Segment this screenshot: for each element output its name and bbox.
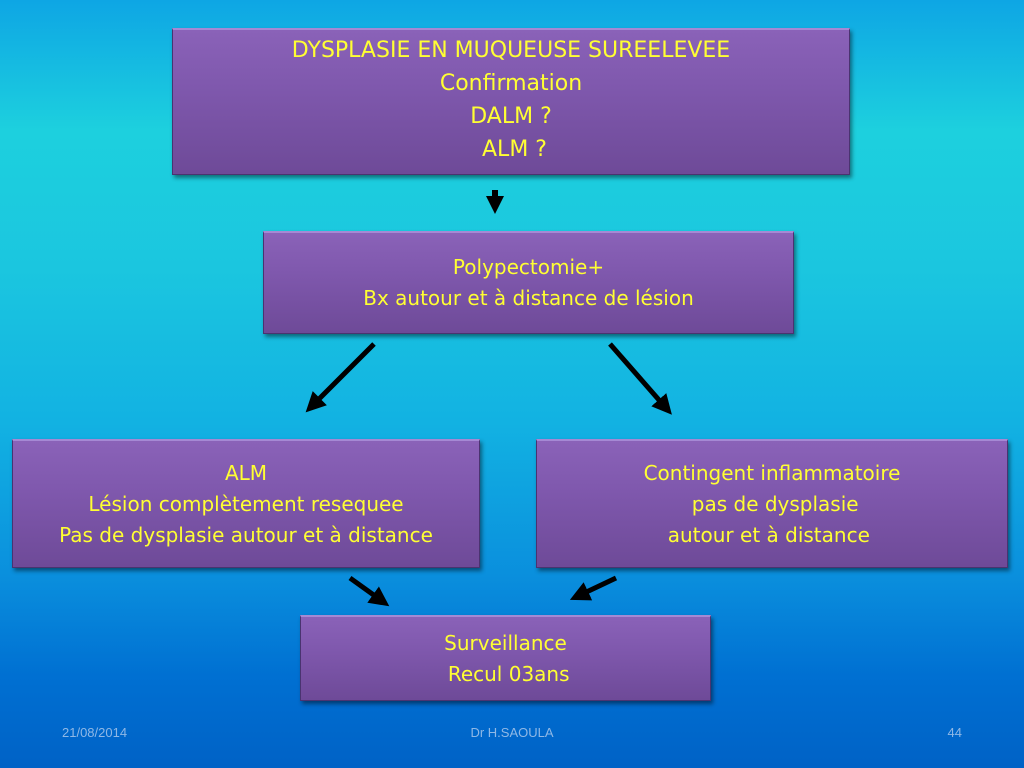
box-line: pas de dysplasie — [685, 491, 859, 516]
box-dysplasia-confirmation: DYSPLASIE EN MUQUEUSE SUREELEVEE Confirm… — [172, 28, 850, 175]
box-line: Lésion complètement resequee — [88, 491, 404, 516]
arrow-down-right-icon — [608, 342, 672, 415]
box-line: ALM — [224, 460, 268, 485]
arrow-down-left-icon — [305, 342, 376, 413]
box-alm-resected: ALM Lésion complètement resequee Pas de … — [12, 439, 480, 568]
box-inflammatory: Contingent inflammatoire pas de dysplasi… — [536, 439, 1008, 568]
box-line: ALM ? — [475, 137, 547, 162]
box-line: Bx autour et à distance de lésion — [363, 286, 694, 310]
box-line: Confirmation — [439, 71, 583, 96]
footer-author: Dr H.SAOULA — [470, 725, 554, 740]
arrow-down-right-icon — [348, 575, 390, 607]
arrow-down-icon — [486, 190, 504, 214]
box-surveillance: Surveillance Recul 03ans — [300, 615, 711, 701]
box-line: DALM ? — [470, 104, 552, 129]
box-line: DYSPLASIE EN MUQUEUSE SUREELEVEE — [291, 38, 731, 63]
box-line: Recul 03ans — [441, 661, 570, 686]
box-line: Pas de dysplasie autour et à distance — [59, 522, 433, 547]
arrow-down-left-icon — [569, 575, 618, 601]
footer-date: 21/08/2014 — [62, 725, 128, 740]
box-line: autour et à distance — [667, 522, 877, 547]
box-line: Polypectomie+ — [452, 255, 605, 279]
box-line: Contingent inflammatoire — [643, 460, 901, 485]
box-polypectomy: Polypectomie+ Bx autour et à distance de… — [263, 231, 794, 334]
box-line: Surveillance — [444, 630, 567, 655]
footer-page-number: 44 — [947, 725, 962, 740]
